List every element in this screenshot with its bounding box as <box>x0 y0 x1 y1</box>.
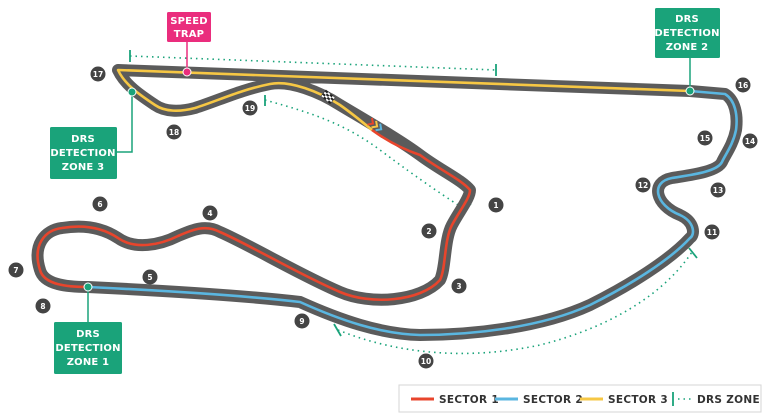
sector-1-line <box>36 128 472 301</box>
callout-stems <box>83 42 695 322</box>
svg-text:5: 5 <box>147 273 152 282</box>
turn-19-badge: 19 <box>242 100 258 116</box>
svg-text:16: 16 <box>738 81 748 90</box>
svg-text:SECTOR 2: SECTOR 2 <box>523 394 583 406</box>
turn-18-badge: 18 <box>166 124 182 140</box>
legend-sector-3: SECTOR 3 <box>580 394 668 406</box>
svg-text:10: 10 <box>421 357 431 366</box>
svg-text:14: 14 <box>745 137 755 146</box>
drs-zone-3-line-2: DETECTION <box>50 148 115 159</box>
track-surface <box>31 64 743 341</box>
svg-text:17: 17 <box>93 70 103 79</box>
turn-5-badge: 5 <box>142 269 158 285</box>
speed-trap-line-2: TRAP <box>174 29 204 40</box>
sector-2-line <box>87 89 738 337</box>
drs-zone-2-line-1: DRS <box>675 14 699 25</box>
drs-detection-zone-3-tag: DRS DETECTION ZONE 3 <box>50 127 117 179</box>
svg-text:3: 3 <box>456 282 461 291</box>
drs-detection-zone-1-tag: DRS DETECTION ZONE 1 <box>54 322 122 374</box>
drs-detection-zone-2-tag: DRS DETECTION ZONE 2 <box>654 8 720 58</box>
svg-text:SECTOR 1: SECTOR 1 <box>439 394 499 406</box>
drs-zone-3-line-3: ZONE 3 <box>62 162 105 173</box>
drs-zone-lower-straight <box>333 247 698 355</box>
turn-4-badge: 4 <box>202 205 218 221</box>
turn-11-badge: 11 <box>704 224 720 240</box>
legend-sector-1: SECTOR 1 <box>411 394 499 406</box>
svg-text:15: 15 <box>700 134 710 143</box>
turn-17-badge: 17 <box>90 66 106 82</box>
svg-text:19: 19 <box>245 104 255 113</box>
speed-trap-line-1: SPEED <box>170 16 208 27</box>
drs-zone-2-line-3: ZONE 2 <box>666 42 709 53</box>
svg-text:11: 11 <box>707 228 717 237</box>
svg-text:2: 2 <box>426 227 431 236</box>
turn-1-badge: 1 <box>488 197 504 213</box>
drs-zone-1-line-3: ZONE 1 <box>67 357 110 368</box>
legend-drs-zone: DRS ZONE <box>672 392 760 406</box>
turn-10-badge: 10 <box>418 353 434 369</box>
drs-zone-main-straight <box>129 50 497 76</box>
turn-9-badge: 9 <box>294 313 310 329</box>
svg-text:DRS ZONE: DRS ZONE <box>697 394 760 406</box>
svg-text:SECTOR 3: SECTOR 3 <box>608 394 668 406</box>
turn-12-badge: 12 <box>635 177 651 193</box>
turn-15-badge: 15 <box>697 130 713 146</box>
turn-2-badge: 2 <box>421 223 437 239</box>
sector-3-line <box>116 68 691 131</box>
speed-trap-tag: SPEED TRAP <box>167 12 211 42</box>
turn-16-badge: 16 <box>735 77 751 93</box>
legend: SECTOR 1 SECTOR 2 SECTOR 3 DRS ZONE <box>398 384 762 413</box>
svg-text:4: 4 <box>207 209 212 218</box>
svg-text:12: 12 <box>638 181 648 190</box>
drs-zone-1-line-2: DETECTION <box>55 343 120 354</box>
svg-text:9: 9 <box>299 317 304 326</box>
drs-zone-2-line-2: DETECTION <box>654 28 719 39</box>
turn-3-badge: 3 <box>451 278 467 294</box>
track <box>31 64 743 341</box>
turn-7-badge: 7 <box>8 262 24 278</box>
turn-8-badge: 8 <box>35 298 51 314</box>
turn-labels: 1 2 3 4 5 6 7 8 9 10 11 12 13 14 15 16 1… <box>8 66 758 369</box>
svg-text:18: 18 <box>169 128 179 137</box>
turn-14-badge: 14 <box>742 133 758 149</box>
svg-text:1: 1 <box>493 201 498 210</box>
svg-text:13: 13 <box>713 186 723 195</box>
checkered-flag-icon <box>320 89 336 105</box>
turn-13-badge: 13 <box>710 182 726 198</box>
drs-zone-1-line-1: DRS <box>76 329 100 340</box>
turn-6-badge: 6 <box>92 196 108 212</box>
svg-text:8: 8 <box>40 302 45 311</box>
drs-zone-back-straight <box>264 95 472 211</box>
direction-chevrons-icon <box>367 117 383 132</box>
svg-text:6: 6 <box>97 200 102 209</box>
legend-sector-2: SECTOR 2 <box>495 394 583 406</box>
drs-zone-3-line-1: DRS <box>71 134 95 145</box>
svg-text:7: 7 <box>13 266 18 275</box>
